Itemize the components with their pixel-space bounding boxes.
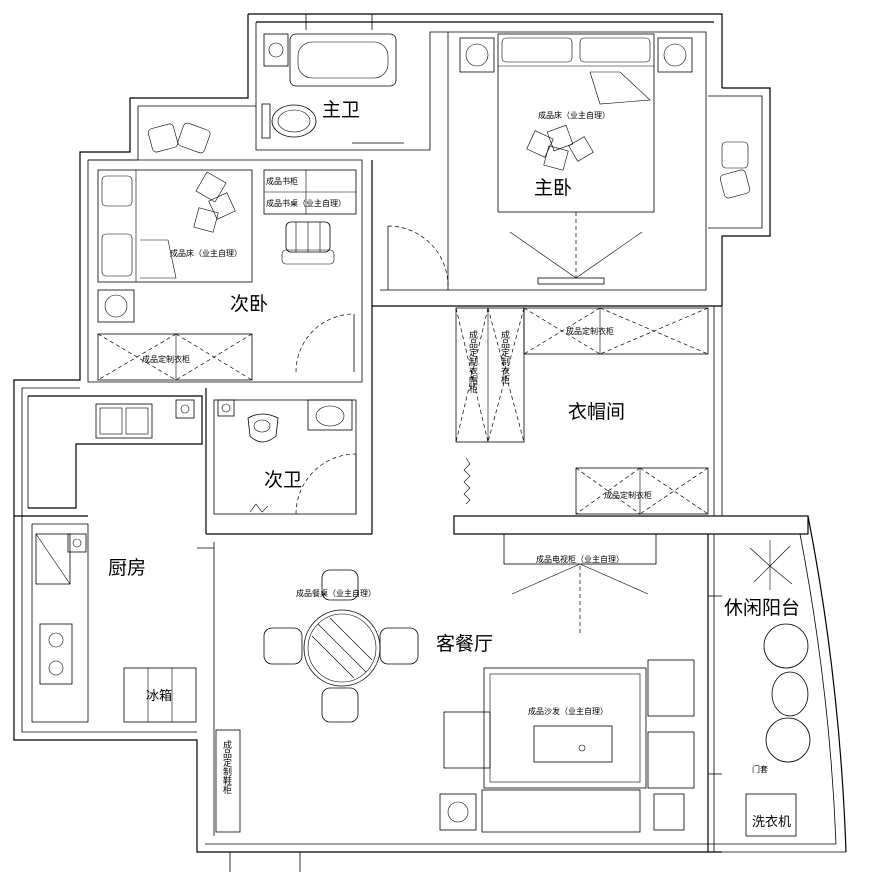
- label-wardrobe-vert-1: 成品定制衣帽柜: [467, 329, 478, 394]
- balcony-cushions: [719, 141, 751, 199]
- exterior-walls: [13, 13, 847, 872]
- label-second-bed: 成品床（业主自理）: [170, 248, 242, 258]
- label-door-tag: 门套: [752, 764, 768, 774]
- label-bookshelf: 成品书柜: [266, 176, 298, 186]
- balcony-plant: [749, 540, 793, 590]
- label-kitchen: 厨房: [108, 557, 146, 579]
- desk-chair: [281, 221, 335, 265]
- second-bed-pillows: [193, 171, 236, 233]
- label-wardrobe-bottom: 成品定制衣柜: [604, 490, 652, 500]
- second-bath: [217, 399, 357, 515]
- label-wardrobe-vert-2: 成品定制衣柜: [499, 329, 510, 385]
- label-desk: 成品书桌（业主自理）: [266, 198, 346, 208]
- label-dining-table: 成品餐桌（业主自理）: [296, 588, 376, 598]
- label-washer: 洗衣机: [752, 814, 791, 830]
- kitchen: [35, 399, 197, 723]
- label-sofa: 成品沙发（业主自理）: [528, 706, 608, 716]
- dining-set: [263, 569, 419, 723]
- label-wardrobe-second: 成品定制衣柜: [142, 354, 190, 364]
- master-bed-pillows: [526, 124, 594, 171]
- label-master-bath: 主卫: [322, 99, 360, 121]
- label-second-bath: 次卫: [264, 469, 302, 491]
- label-master-bed: 成品床（业主自理）: [538, 110, 610, 120]
- sofa-set: [439, 659, 695, 833]
- cloakroom: [455, 307, 709, 515]
- label-master-bedroom: 主卧: [534, 177, 572, 199]
- label-cloakroom: 衣帽间: [568, 401, 625, 423]
- second-bedroom: [97, 169, 357, 381]
- master-bedroom: [387, 33, 751, 290]
- living-dining: [215, 533, 695, 833]
- balcony: [708, 540, 811, 837]
- master-bath: [261, 33, 404, 144]
- label-leisure-balcony: 休闲阳台: [724, 597, 800, 619]
- label-fridge: 冰箱: [146, 688, 172, 704]
- label-second-bedroom: 次卧: [230, 293, 268, 315]
- label-living-dining: 客餐厅: [436, 633, 493, 655]
- label-shoe-cabinet: 成品定制鞋柜: [221, 739, 232, 795]
- second-bedroom-cushions: [147, 122, 211, 154]
- furniture-labels: 成品床（业主自理） 成品床（业主自理） 成品书柜 成品书桌（业主自理） 成品定制…: [142, 110, 791, 830]
- room-labels: 主卫 主卧 次卧 衣帽间 次卫 厨房 客餐厅 休闲阳台: [108, 99, 800, 655]
- label-wardrobe-top: 成品定制衣柜: [566, 326, 614, 336]
- label-tv-cabinet: 成品电视柜（业主自理）: [536, 554, 624, 564]
